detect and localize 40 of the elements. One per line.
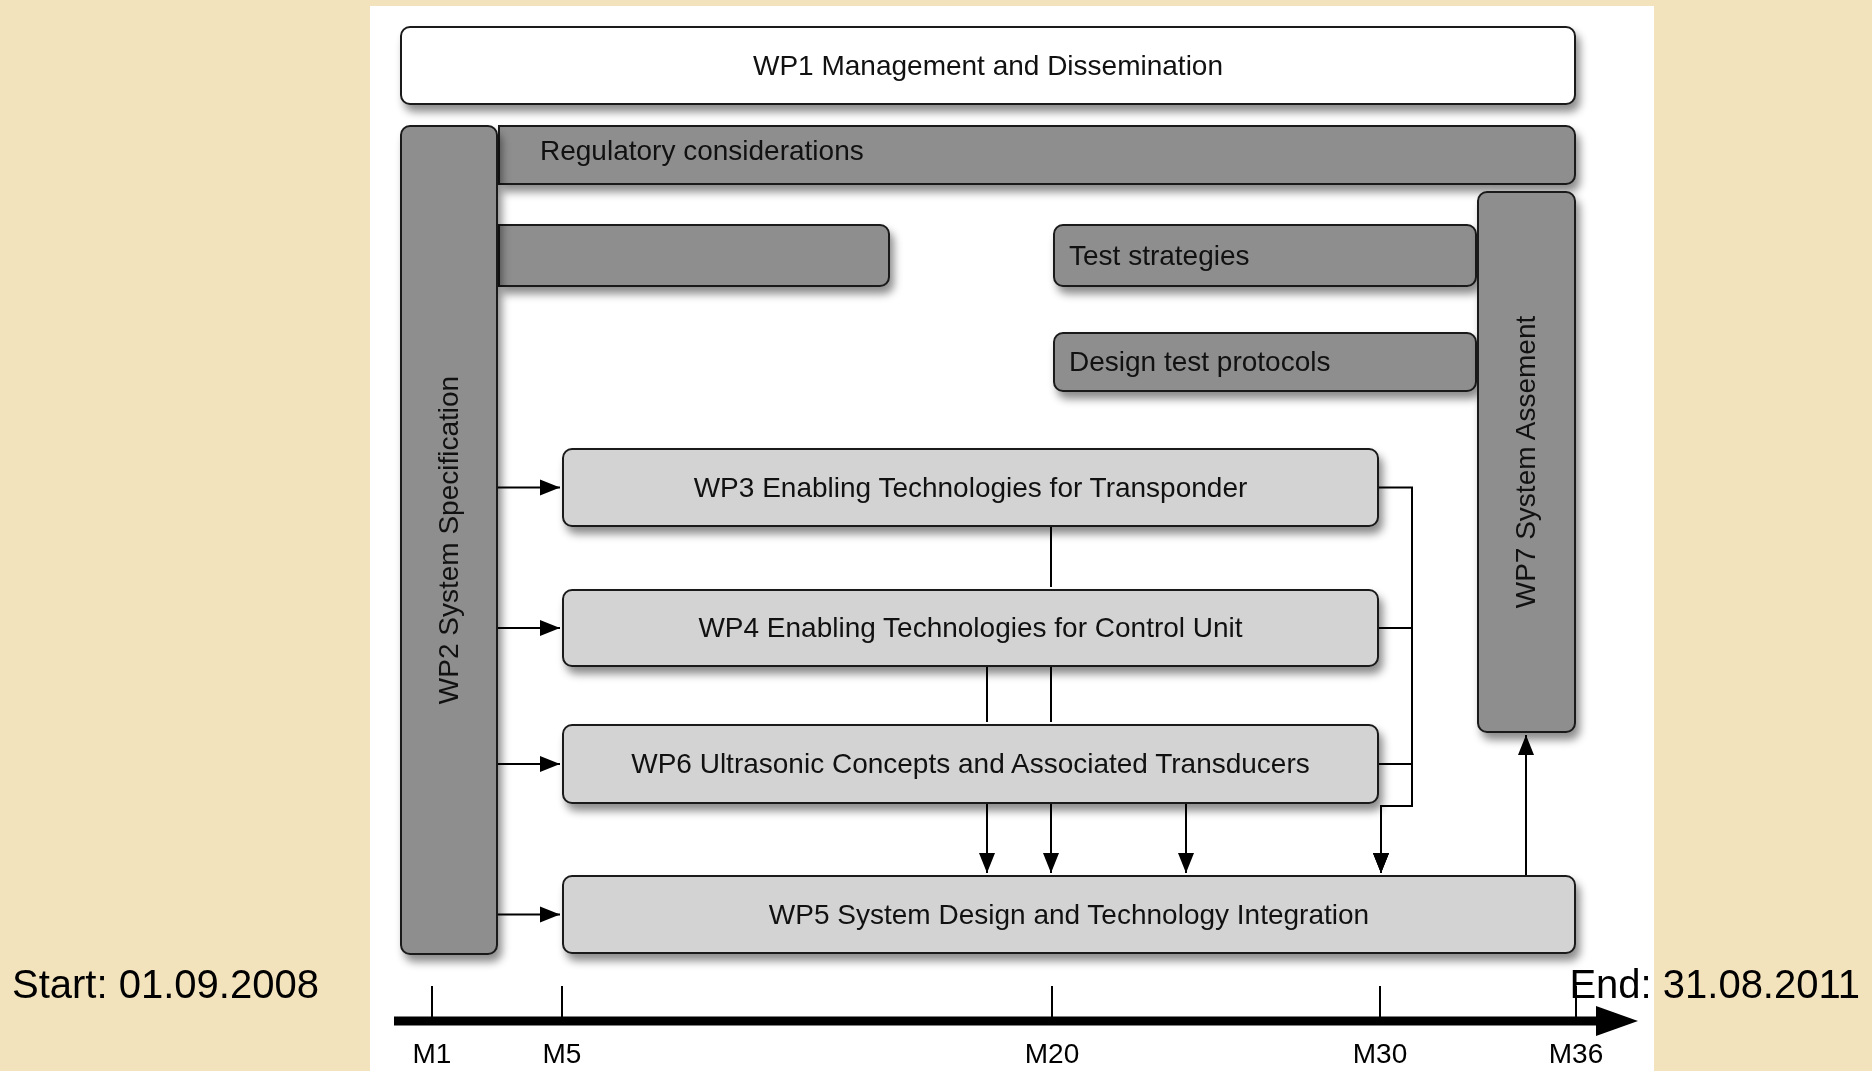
arrow [1178, 803, 1194, 874]
box-label: WP1 Management and Dissemination [753, 49, 1223, 82]
connector-line [986, 666, 988, 723]
work-package-box [400, 26, 1576, 105]
box-label: Regulatory considerations [540, 135, 864, 167]
work-package-box [562, 875, 1576, 954]
connector-line [1050, 666, 1052, 723]
arrow [497, 620, 561, 636]
milestone-label: M5 [542, 1038, 582, 1070]
box-label: WP4 Enabling Technologies for Control Unit [698, 612, 1243, 644]
arrow [497, 756, 561, 772]
work-package-box [562, 724, 1379, 804]
milestone-label: M1 [412, 1038, 452, 1070]
end-date: End: 31.08.2011 [1569, 962, 1860, 1007]
milestone-label: M20 [1024, 1038, 1080, 1070]
arrow [497, 906, 561, 923]
work-package-bar [1477, 191, 1576, 733]
arrow [497, 479, 561, 496]
box-label: WP5 System Design and Technology Integration [768, 898, 1370, 931]
task-band [498, 224, 890, 287]
work-package-box [562, 589, 1379, 667]
box-label: WP3 Enabling Technologies for Transponder [693, 471, 1248, 504]
arrow [979, 803, 995, 874]
connector-line [1050, 526, 1052, 588]
arrow [1043, 803, 1059, 874]
box-label: Design test protocols [1069, 346, 1331, 378]
task-band [498, 125, 1576, 185]
milestone-label: M30 [1352, 1038, 1408, 1070]
work-package-box [562, 448, 1379, 527]
box-label: Test strategies [1069, 239, 1250, 272]
task-band [1053, 332, 1477, 392]
arrow [1518, 734, 1534, 876]
box-label: WP6 Ultrasonic Concepts and Associated Transducers [631, 748, 1310, 780]
work-package-bar [400, 125, 498, 955]
start-date: Start: 01.09.2008 [12, 962, 319, 1007]
vertical-label: WP2 System Specification [433, 375, 465, 705]
arrow [1373, 763, 1413, 874]
task-band [1053, 224, 1477, 287]
milestone-label: M36 [1548, 1038, 1604, 1070]
vertical-label: WP7 System Assement [1510, 315, 1543, 609]
